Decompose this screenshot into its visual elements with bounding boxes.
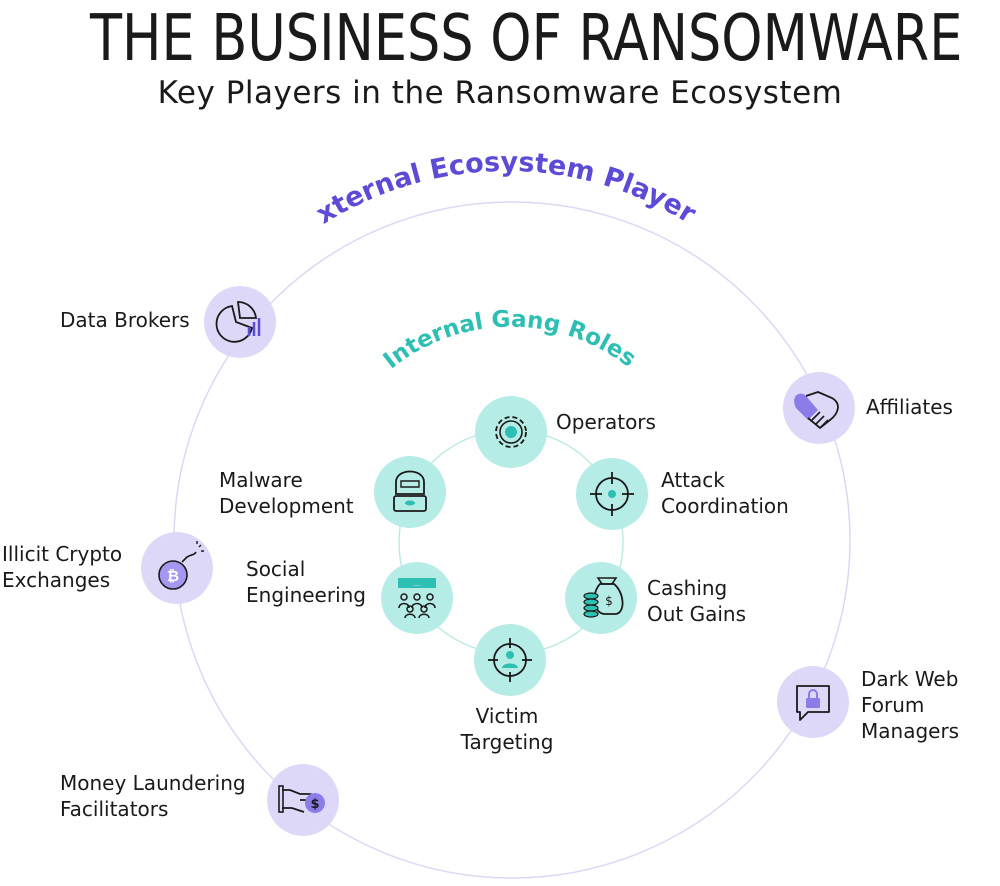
node-affiliates [783,372,855,444]
node-operators [475,396,547,468]
label-cashing-out-gains: Cashing Out Gains [647,576,747,626]
gear-icon [495,416,527,448]
label-money-laundering-facilitators: Money Laundering Facilitators [60,771,246,821]
label-victim-targeting: Victim Targeting [460,704,554,754]
node-dark-web-forum-managers [777,666,849,738]
group-presentation-icon: ... [398,578,436,619]
bitcoin-bomb-icon: ₿ [158,541,204,590]
node-social-engineering: ... [381,562,453,634]
node-money-laundering-facilitators: $ [267,764,339,836]
label-attack-coordination: Attack Coordination [661,468,789,518]
node-attack-coordination [576,458,648,530]
handshake-icon [794,391,839,430]
node-victim-targeting [474,624,546,696]
target-person-icon [488,638,532,682]
node-malware-development [374,456,446,528]
page-subtitle: Key Players in the Ransomware Ecosystem [157,75,843,111]
node-data-brokers [204,286,276,358]
hand-money-icon: $ [278,785,325,813]
external-ring [173,201,851,879]
chat-lock-icon [796,685,830,721]
svg-text:...: ... [414,580,421,588]
crosshair-icon [590,472,634,516]
node-illicit-crypto-exchanges: ₿ [141,532,213,604]
label-data-brokers: Data Brokers [60,308,190,332]
label-social-engineering: Social Engineering [246,557,366,607]
label-affiliates: Affiliates [866,395,953,419]
svg-text:$: $ [605,594,613,608]
label-operators: Operators [556,410,656,434]
page-title: THE BUSINESS OF RANSOMWARE [90,2,963,76]
label-malware-development: Malware Development [219,468,354,518]
pie-chart-icon [215,301,261,343]
hacker-icon [393,470,427,512]
label-illicit-crypto-exchanges: Illicit Crypto Exchanges [2,542,123,592]
label-dark-web-forum-managers: Dark Web Forum Managers [861,667,960,743]
money-bag-icon: $ [583,577,624,618]
external-heading: External Ecosystem Players [0,0,702,230]
internal-heading: Internal Gang Roles [379,306,641,374]
svg-text:$: $ [310,797,319,812]
node-cashing-out-gains: $ [565,562,637,634]
svg-text:₿: ₿ [167,567,179,585]
